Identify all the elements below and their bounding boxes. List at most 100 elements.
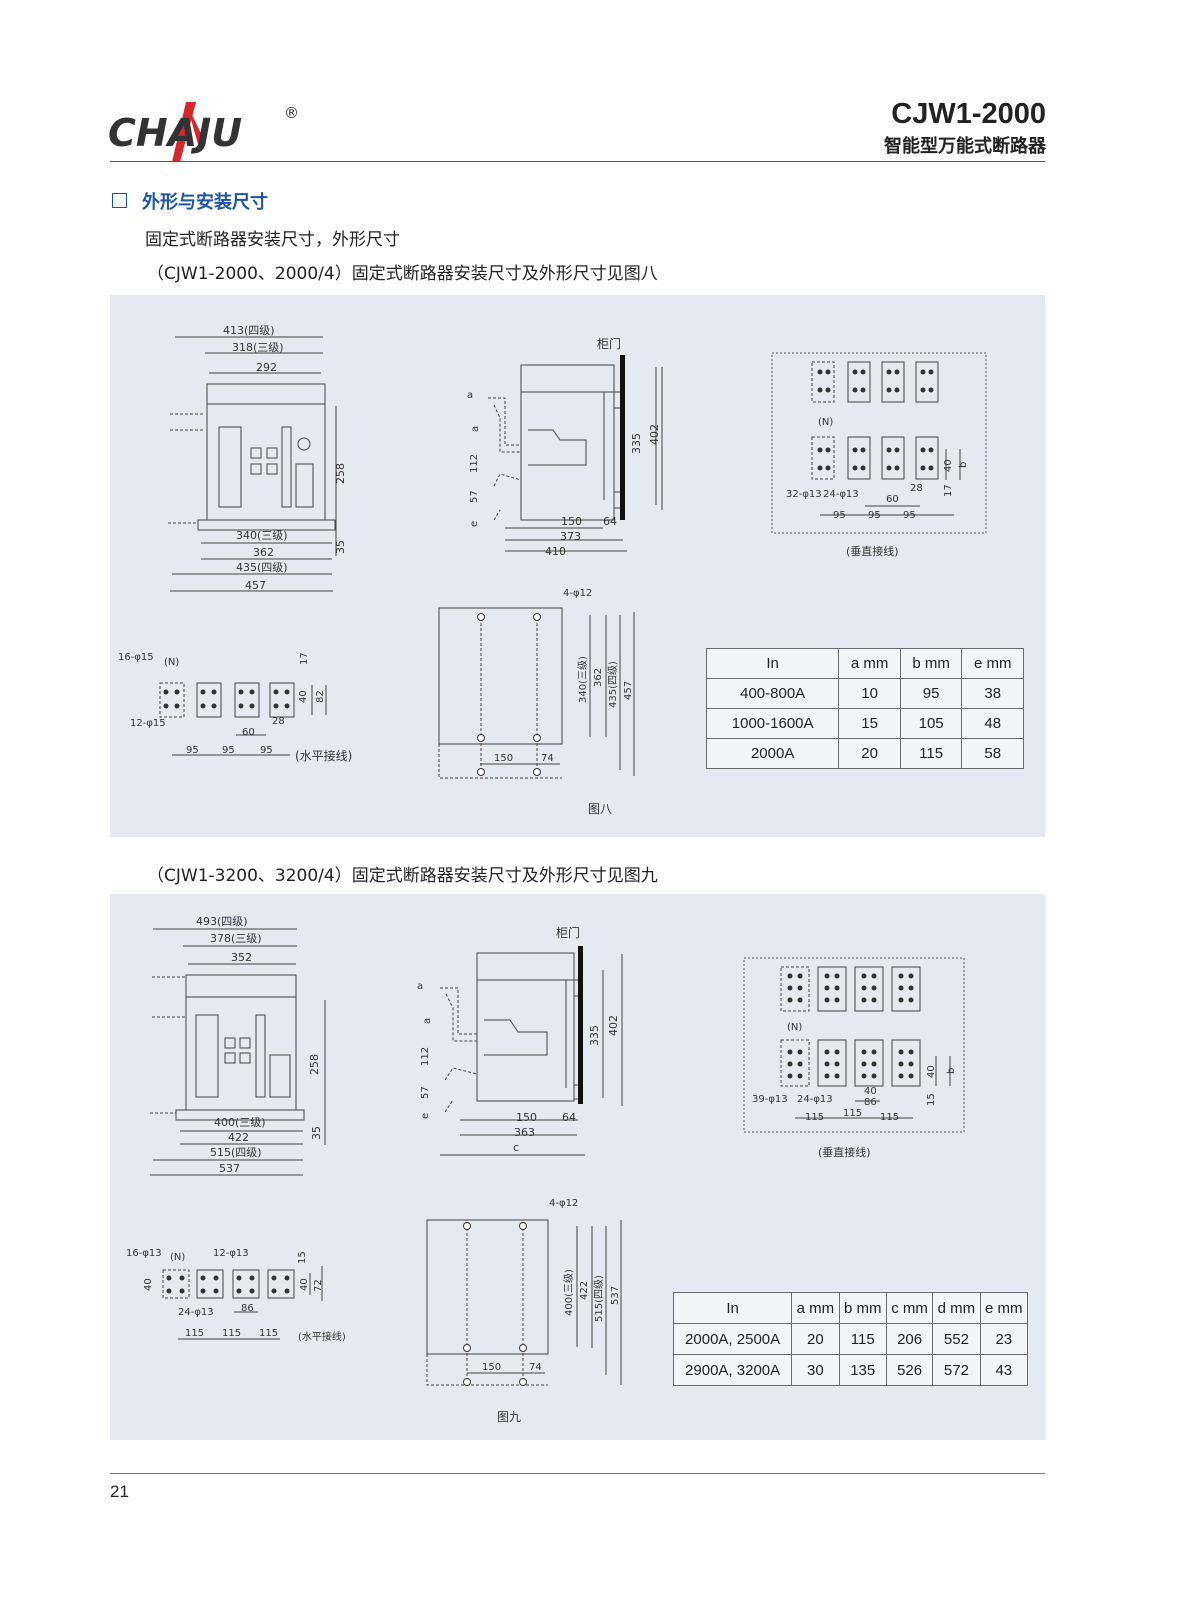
table-cell: 30	[791, 1354, 840, 1386]
dimension-label: 16-φ13	[126, 1248, 162, 1259]
section-intro: 固定式断路器安装尺寸，外形尺寸	[145, 230, 400, 250]
dimension-label: 86	[864, 1097, 877, 1108]
dimension-label: 35	[310, 1126, 323, 1140]
header-divider	[110, 161, 1045, 162]
dimension-label: 115	[259, 1328, 278, 1339]
dimension-label: 28	[272, 716, 285, 727]
dimension-label: 340(三级)	[236, 529, 288, 542]
dimension-label: 400(三级)	[214, 1116, 266, 1129]
dimension-label: 40	[299, 1278, 310, 1291]
table-cell: 20	[838, 738, 901, 769]
dimension-label: 112	[420, 1047, 431, 1066]
dimension-label: 378(三级)	[210, 932, 262, 945]
dimension-label: 258	[334, 463, 347, 484]
dimension-label: 95	[260, 745, 273, 756]
model-subtitle: 智能型万能式断路器	[884, 136, 1046, 157]
table-cell: 115	[838, 1323, 887, 1355]
footer-divider	[110, 1473, 1045, 1474]
table-cell: 23	[979, 1323, 1029, 1355]
fig9-mount-body	[426, 1219, 549, 1355]
dimension-label: 95	[222, 745, 235, 756]
dimension-label: 150	[482, 1362, 501, 1373]
dimension-label: (垂直接线)	[818, 1145, 871, 1159]
dimension-label: 15	[926, 1093, 937, 1106]
table-cell: 2000A, 2500A	[672, 1323, 793, 1355]
dimension-label: 60	[886, 494, 899, 505]
dimension-label: 95	[903, 510, 916, 521]
table-cell: 58	[961, 738, 1024, 769]
fig9-side-body	[476, 952, 575, 1102]
dimension-label: 86	[241, 1303, 254, 1314]
dimension-label: (N)	[787, 1022, 802, 1033]
dimension-label: 82	[315, 690, 326, 703]
dimension-label: 12-φ15	[130, 718, 166, 729]
dimension-label: 35	[334, 540, 347, 554]
table-cell: In	[672, 1292, 793, 1324]
section-title: 外形与安装尺寸	[142, 192, 268, 213]
dimension-label: a	[422, 1018, 433, 1024]
dimension-label: 362	[593, 668, 604, 687]
dimension-label: (N)	[818, 417, 833, 428]
dimension-label: 40	[298, 690, 309, 703]
dimension-label: 95	[868, 510, 881, 521]
table-cell: 2900A, 3200A	[672, 1354, 793, 1386]
fig8-mount-body	[438, 607, 563, 745]
dimension-label: 115	[805, 1112, 824, 1123]
dimension-label: 28	[910, 483, 923, 494]
table-cell: 400-800A	[705, 678, 840, 709]
dimension-label: (水平接线)	[298, 1330, 346, 1343]
dimension-label: 413(四级)	[223, 324, 275, 337]
dimension-label: (N)	[170, 1252, 185, 1263]
dimension-label: c	[513, 1141, 519, 1154]
dimension-label: a	[417, 981, 423, 992]
section-checkbox-icon	[112, 193, 127, 208]
dimension-label: 12-φ13	[213, 1248, 249, 1259]
dimension-label: 150	[561, 515, 582, 528]
table-cell: 135	[838, 1354, 887, 1386]
dimension-label: 335	[630, 433, 643, 454]
table-cell: a mm	[838, 648, 901, 679]
dimension-label: 柜门	[556, 925, 580, 940]
dimension-label: (垂直接线)	[846, 544, 899, 558]
dimension-label: 422	[228, 1131, 249, 1144]
dimension-label: 363	[514, 1126, 535, 1139]
dimension-label: 95	[833, 510, 846, 521]
dimension-label: 95	[186, 745, 199, 756]
table-cell: a mm	[791, 1292, 840, 1324]
dimension-label: 435(四级)	[236, 561, 288, 574]
dimension-label: 493(四级)	[196, 915, 248, 928]
table-cell: c mm	[885, 1292, 934, 1324]
dimension-label: 292	[256, 361, 277, 374]
table-cell: In	[705, 648, 840, 679]
dimension-label: 16-φ15	[118, 652, 154, 663]
dimension-label: 515(四级)	[593, 1275, 605, 1322]
table-cell: 572	[932, 1354, 981, 1386]
table-cell: b mm	[838, 1292, 887, 1324]
dimension-label: 115	[880, 1112, 899, 1123]
dimension-label: 40	[864, 1086, 877, 1097]
dimension-label: 410	[545, 545, 566, 558]
table-cell: d mm	[932, 1292, 981, 1324]
dimension-label: 72	[313, 1279, 324, 1292]
fig9-vert-frame	[743, 957, 965, 1133]
dimension-label: 537	[219, 1162, 240, 1175]
dimension-label: 457	[245, 579, 266, 592]
dimension-label: 115	[843, 1108, 862, 1119]
table-cell: 1000-1600A	[705, 708, 840, 739]
dimension-label: b	[958, 462, 969, 468]
dimension-label: 115	[222, 1328, 241, 1339]
dimension-label: 57	[469, 490, 480, 503]
table-cell: e mm	[961, 648, 1024, 679]
dimension-label: 40	[926, 1065, 937, 1078]
dimension-label: 150	[494, 753, 513, 764]
dimension-label: 24-φ13	[797, 1094, 833, 1105]
dimension-label: 318(三级)	[232, 341, 284, 354]
dimension-label: (N)	[164, 657, 179, 668]
